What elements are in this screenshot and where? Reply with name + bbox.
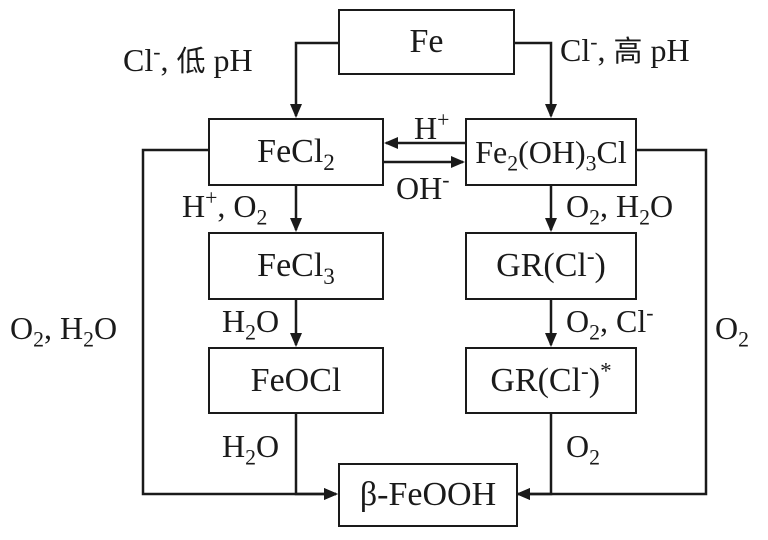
node-gr-cl-label: GR(Cl-) <box>496 243 606 284</box>
label-left-outer: O2, H2O <box>10 310 118 352</box>
node-fecl2-label: FeCl2 <box>257 133 335 177</box>
label-grstar-to-feooh: O2 <box>566 428 600 470</box>
arrow-fe-to-fecl2 <box>290 41 338 118</box>
label-oh-minus: OH- <box>396 168 450 206</box>
label-fecl2-to-fecl3: H+, O2 <box>182 186 268 230</box>
node-fecl2: FeCl2 <box>208 118 384 186</box>
node-fe2oh3cl: Fe2(OH)3Cl <box>465 118 637 186</box>
node-feocl-label: FeOCl <box>250 361 342 399</box>
node-gr-cl: GR(Cl-) <box>465 232 637 300</box>
label-h-plus: H+ <box>414 108 450 146</box>
label-right-outer: O2 <box>715 310 749 352</box>
node-fecl3: FeCl3 <box>208 232 384 300</box>
label-feocl-to-feooh: H2O <box>222 428 280 470</box>
arrow-right-outer <box>516 148 708 500</box>
node-gr-cl-star: GR(Cl-)* <box>465 347 637 414</box>
arrow-feocl-to-feooh <box>294 414 338 500</box>
arrow-grstar-to-feooh <box>516 414 553 500</box>
node-beta-feooh: β-FeOOH <box>338 463 518 527</box>
label-fecl3-to-feocl: H2O <box>222 303 280 345</box>
arrow-fe-to-fe2oh3cl <box>515 41 557 118</box>
label-fe-to-fecl2: Cl-, 低 pH <box>123 40 253 78</box>
label-gr-to-grstar: O2, Cl- <box>566 301 654 345</box>
node-feocl: FeOCl <box>208 347 384 414</box>
node-gr-cl-star-label: GR(Cl-)* <box>490 357 612 399</box>
node-fe2oh3cl-label: Fe2(OH)3Cl <box>475 133 627 176</box>
node-fe: Fe <box>338 9 515 75</box>
label-fe2oh3cl-to-gr: O2, H2O <box>566 188 674 230</box>
node-fecl3-label: FeCl3 <box>257 247 335 291</box>
node-fe-label: Fe <box>409 23 444 60</box>
node-beta-feooh-label: β-FeOOH <box>359 476 497 513</box>
label-fe-to-fe2oh3cl: Cl-, 高 pH <box>560 30 690 68</box>
arrow-left-outer <box>141 148 338 500</box>
